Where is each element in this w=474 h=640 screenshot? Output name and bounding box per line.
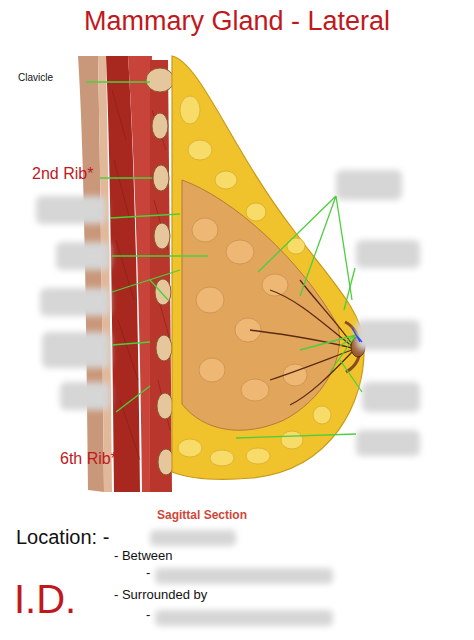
dash-mark: - <box>146 608 150 623</box>
section-caption: Sagittal Section <box>157 509 247 523</box>
illustration-part <box>155 568 333 584</box>
illustration-part <box>226 240 254 264</box>
illustration-part <box>155 610 333 626</box>
illustration-part <box>86 82 362 438</box>
illustration-part <box>262 274 288 296</box>
illustration-part <box>152 110 170 430</box>
illustration-part <box>313 406 331 424</box>
illustration-part <box>235 318 261 342</box>
illustration-part <box>86 81 150 82</box>
illustration-part <box>42 332 110 368</box>
page-title: Mammary Gland - Lateral <box>84 6 390 37</box>
rib-label: 6th Rib* <box>60 450 117 468</box>
illustration-part <box>110 214 180 218</box>
illustration-part <box>154 223 170 249</box>
illustration-part <box>270 290 352 346</box>
illustration-part <box>36 196 106 224</box>
illustration-part <box>146 68 174 92</box>
illustration-part <box>112 255 208 256</box>
illustration-part <box>156 335 172 361</box>
question-label: Location: - <box>16 526 109 549</box>
illustration-part <box>246 203 266 221</box>
illustration-part <box>283 364 307 386</box>
illustration-part <box>300 280 352 344</box>
illustration-part <box>215 171 237 189</box>
illustration-part <box>356 240 420 268</box>
illustration-part <box>250 330 352 348</box>
illustration-part <box>40 288 110 316</box>
illustration-part <box>344 268 355 310</box>
illustration-part <box>157 393 173 419</box>
illustration-part <box>210 450 234 466</box>
illustration-part <box>153 165 169 191</box>
illustration-part <box>362 382 420 412</box>
illustration-part <box>192 218 218 242</box>
illustration-part <box>60 382 110 410</box>
illustration-part <box>150 530 236 546</box>
question-label: - Between <box>114 549 173 564</box>
illustration-part <box>100 177 152 178</box>
illustration-part <box>290 352 352 405</box>
illustration-part <box>246 448 270 464</box>
illustration-part <box>241 379 269 401</box>
illustration-part <box>236 434 356 438</box>
illustration-part <box>281 431 303 449</box>
id-heading: I.D. <box>14 576 76 622</box>
illustration-part <box>336 170 402 200</box>
illustration-part <box>36 170 420 626</box>
illustration-part <box>112 342 150 345</box>
illustration-part <box>128 56 152 492</box>
illustration-part <box>199 358 225 382</box>
illustration-part <box>356 430 420 456</box>
illustration-part <box>356 320 420 350</box>
illustration-part <box>178 439 202 457</box>
illustration-part <box>146 68 174 475</box>
illustration-part <box>340 360 362 392</box>
illustration-part <box>188 140 212 160</box>
illustration-part <box>258 196 352 300</box>
dash-mark: - <box>146 566 150 581</box>
rib-label: 2nd Rib* <box>32 165 93 183</box>
illustration-part <box>112 270 180 300</box>
illustration-part <box>182 180 340 430</box>
question-label: - Surrounded by <box>114 588 207 603</box>
illustration-part <box>300 335 356 372</box>
illustration-part <box>180 96 200 124</box>
illustration-part <box>152 113 168 139</box>
illustration-part <box>250 280 352 405</box>
bone-label: Clavicle <box>18 72 53 84</box>
illustration-part <box>172 56 364 479</box>
illustration-part <box>155 279 171 305</box>
illustration-part <box>116 386 150 412</box>
illustration-part <box>352 328 362 342</box>
illustration-part <box>56 242 110 270</box>
illustration-part <box>196 287 224 313</box>
